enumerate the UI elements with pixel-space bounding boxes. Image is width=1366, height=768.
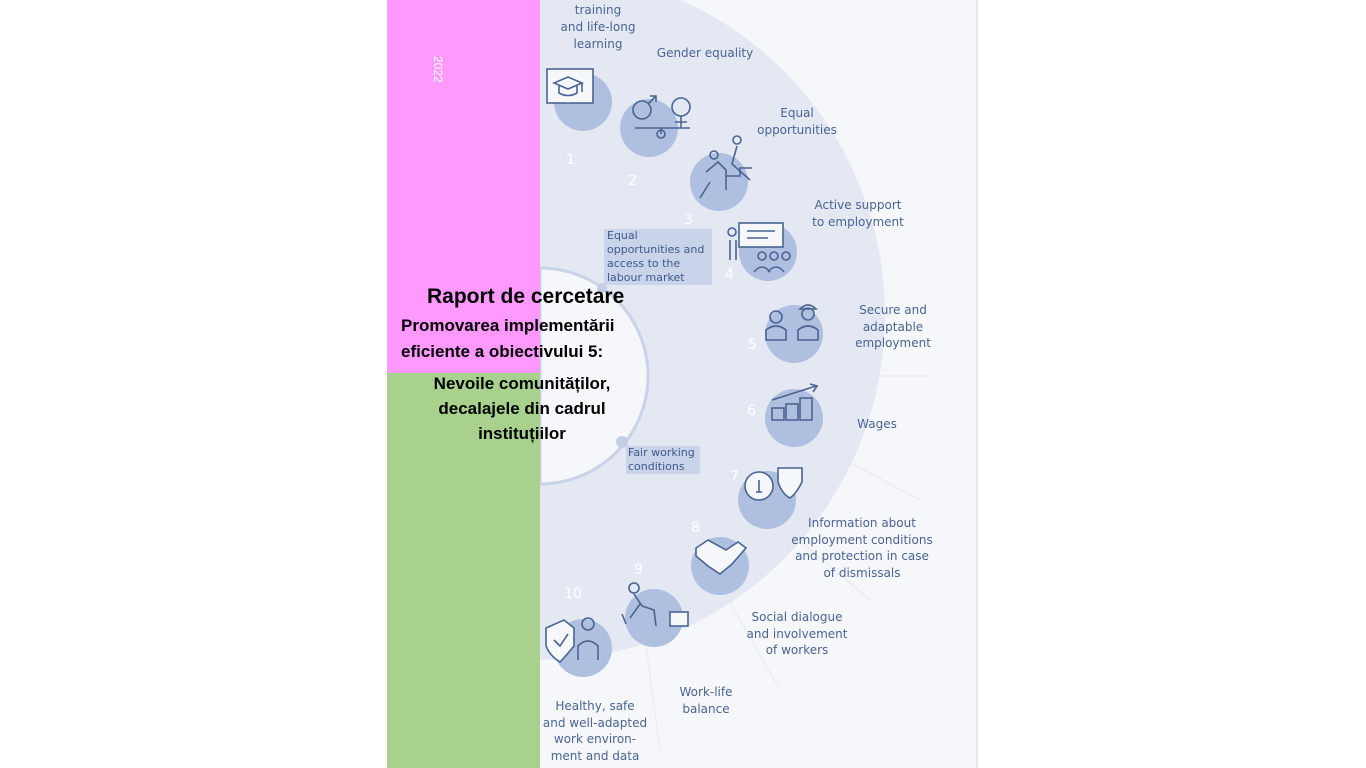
- svg-text:adaptable: adaptable: [863, 320, 923, 334]
- pillar-number: 5: [748, 337, 757, 353]
- pillar-label-line: training: [575, 3, 622, 17]
- pillar-label-line: Information about: [808, 516, 916, 530]
- svg-text:Healthy, safe: Healthy, safe: [555, 699, 634, 713]
- svg-text:labour market: labour market: [607, 271, 685, 284]
- svg-text:balance: balance: [682, 702, 729, 716]
- pillar-label-line: learning: [574, 37, 623, 51]
- pillar-label-line: Equal: [780, 106, 814, 120]
- pillar-infographic: Equal opportunities and access to the la…: [538, 0, 978, 768]
- pillar-number: 4: [725, 267, 734, 283]
- svg-text:Active support: Active support: [814, 198, 901, 212]
- pillar-number: 1: [566, 152, 575, 168]
- connector-dot: [597, 283, 607, 293]
- group-label-line: opportunities and: [607, 243, 704, 256]
- group-label-line: access to the: [607, 257, 680, 270]
- svg-text:access to the: access to the: [607, 257, 680, 270]
- pillar-label-line: Work-life: [680, 685, 733, 699]
- pillar-label-line: employment: [855, 336, 931, 350]
- svg-text:learning: learning: [574, 37, 623, 51]
- svg-text:and well-adapted: and well-adapted: [543, 716, 647, 730]
- pillar-number: 2: [628, 173, 637, 189]
- svg-text:employment conditions: employment conditions: [791, 533, 932, 547]
- svg-text:Fair working: Fair working: [628, 446, 695, 459]
- document-page: Equal opportunities and access to the la…: [387, 0, 978, 768]
- svg-text:of dismissals: of dismissals: [823, 566, 900, 580]
- pillar-number: 6: [747, 403, 756, 419]
- svg-text:and involvement: and involvement: [747, 627, 848, 641]
- infographic-svg: Equal opportunities and access to the la…: [538, 0, 933, 763]
- pillar-icons: [545, 68, 819, 664]
- pillar-number: 7: [730, 469, 739, 485]
- pillar-number: 10: [564, 586, 582, 602]
- pillar-label-line: Gender equality: [657, 46, 753, 60]
- group-label-line: Fair working: [628, 446, 695, 459]
- parent-briefcase-icon: [621, 582, 689, 627]
- pillar-number: 9: [634, 562, 643, 578]
- svg-text:ment and data: ment and data: [551, 749, 640, 763]
- pillar-label-line: to employment: [812, 215, 904, 229]
- coins-growth-icon: [771, 383, 819, 421]
- pillar-label-line: balance: [682, 702, 729, 716]
- svg-text:and protection in case: and protection in case: [795, 549, 929, 563]
- svg-text:training: training: [575, 3, 622, 17]
- pillar-label-line: adaptable: [863, 320, 923, 334]
- svg-text:opportunities and: opportunities and: [607, 243, 704, 256]
- pillar-labels: training and life-long learning Gender e…: [543, 3, 933, 763]
- pillar-label-line: ment and data: [551, 749, 640, 763]
- page-edge: [976, 0, 978, 768]
- pillar-label-line: work environ-: [554, 732, 636, 746]
- pillar-label-line: Social dialogue: [752, 610, 843, 624]
- pillar-number: 8: [691, 520, 700, 536]
- pillar-label-line: opportunities: [757, 123, 837, 137]
- svg-text:Wages: Wages: [857, 417, 897, 431]
- svg-text:Information about: Information about: [808, 516, 916, 530]
- green-color-block: [387, 373, 540, 768]
- hub-shape: [540, 0, 885, 660]
- svg-text:employment: employment: [855, 336, 931, 350]
- svg-text:to employment: to employment: [812, 215, 904, 229]
- presentation-group-icon: [727, 222, 791, 273]
- handshake-icon: [695, 539, 748, 575]
- pillar-label-line: and protection in case: [795, 549, 929, 563]
- pillar-label-line: Active support: [814, 198, 901, 212]
- pillar-label-line: Healthy, safe: [555, 699, 634, 713]
- pillar-label-line: employment conditions: [791, 533, 932, 547]
- svg-text:Work-life: Work-life: [680, 685, 733, 699]
- svg-text:opportunities: opportunities: [757, 123, 837, 137]
- svg-text:Social dialogue: Social dialogue: [752, 610, 843, 624]
- pillar-label-line: and well-adapted: [543, 716, 647, 730]
- group-label-line: conditions: [628, 460, 685, 473]
- connector-dot: [616, 436, 628, 448]
- svg-text:Gender equality: Gender equality: [657, 46, 753, 60]
- group-labels: Equal opportunities and access to the la…: [604, 229, 712, 474]
- pillar-label-line: of workers: [766, 643, 829, 657]
- year-label: 2022: [431, 56, 445, 83]
- svg-text:conditions: conditions: [628, 460, 685, 473]
- group-label-line: labour market: [607, 271, 685, 284]
- info-shield-icon: [744, 467, 803, 501]
- pillar-circle: [690, 153, 748, 211]
- svg-text:and life-long: and life-long: [561, 20, 636, 34]
- pillar-label-line: and involvement: [747, 627, 848, 641]
- pillar-label-line: and life-long: [561, 20, 636, 34]
- svg-text:Secure and: Secure and: [859, 303, 927, 317]
- pink-color-block: [387, 0, 540, 373]
- workers-icon: [765, 304, 819, 341]
- svg-text:work environ-: work environ-: [554, 732, 636, 746]
- hub-inner: [538, 266, 650, 486]
- gender-symbols-icon: [632, 95, 691, 139]
- svg-text:of workers: of workers: [766, 643, 829, 657]
- group-label-line: Equal: [607, 229, 638, 242]
- pillar-label-line: Secure and: [859, 303, 927, 317]
- pillar-numbers: 1 2 3 4 5 6 7 8 9 10: [564, 152, 757, 602]
- graduation-cap-icon: [546, 68, 594, 104]
- svg-text:Equal: Equal: [780, 106, 814, 120]
- helmet-shield-icon: [545, 617, 599, 664]
- pillar-label-line: of dismissals: [823, 566, 900, 580]
- svg-text:Equal: Equal: [607, 229, 638, 242]
- helping-climb-icon: [699, 135, 752, 199]
- pillar-label-line: Wages: [857, 417, 897, 431]
- pillar-number: 3: [684, 212, 693, 228]
- pillar-circle: [765, 389, 823, 447]
